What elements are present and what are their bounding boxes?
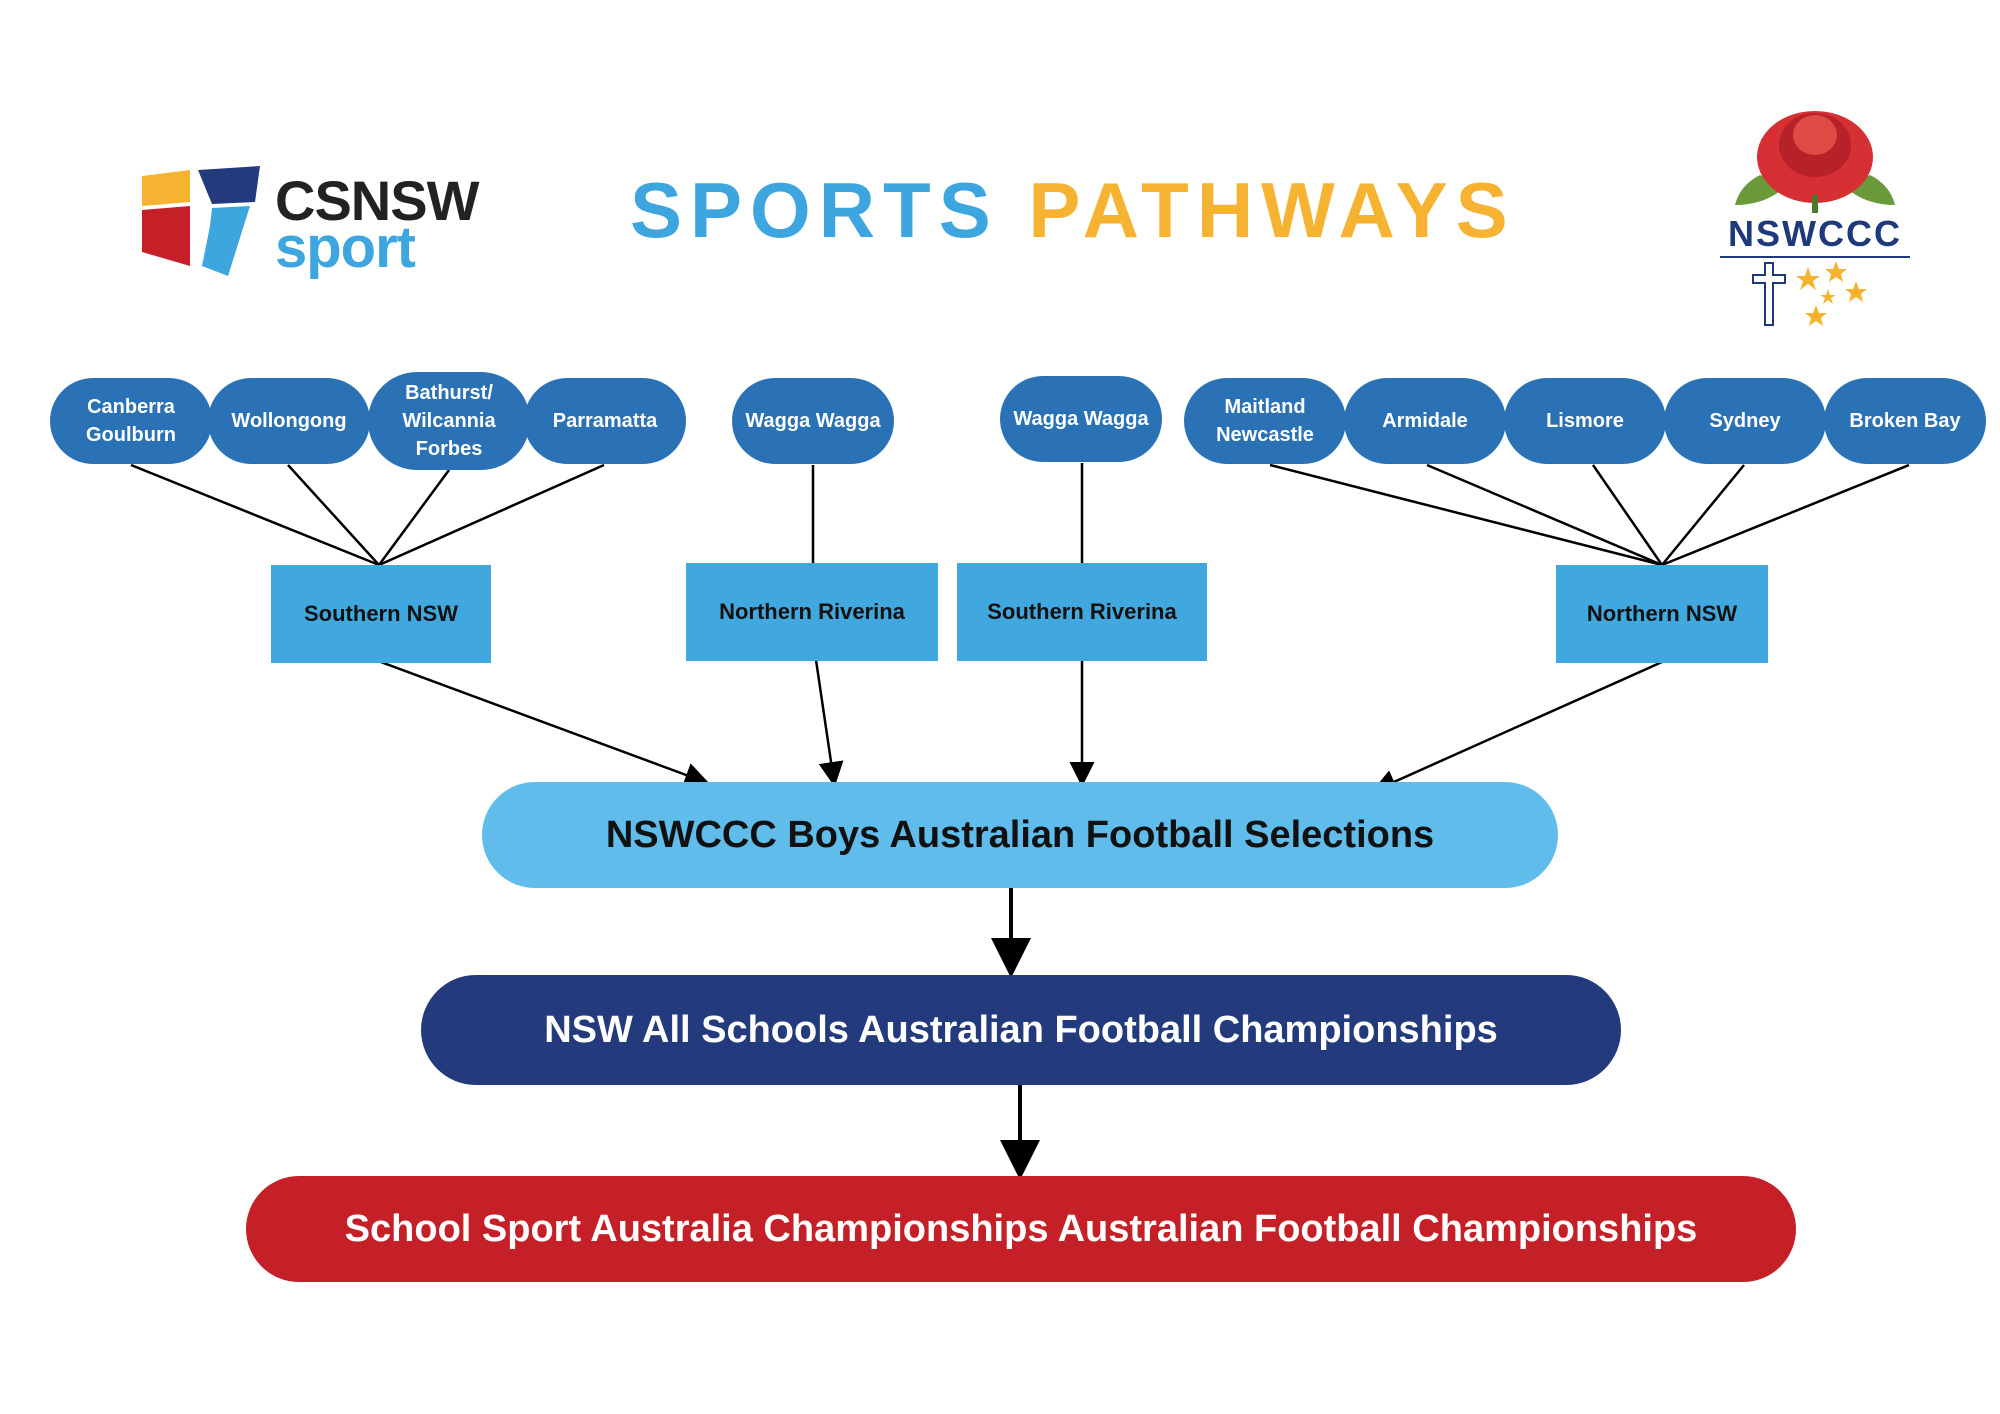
page-title: SPORTS PATHWAYS: [630, 165, 1508, 255]
connector-parramatta-southern-nsw: [378, 463, 605, 567]
stage-nsw-all-schools-championships: NSW All Schools Australian Football Cham…: [421, 975, 1621, 1085]
association-canberra-goulburn: Canberra Goulburn: [50, 378, 212, 464]
connector-armidale-northern-nsw: [1426, 463, 1663, 567]
association-wagga-wagga-north: Wagga Wagga: [732, 378, 894, 464]
csnsw-sport-logo: CSNSW sport: [140, 160, 480, 280]
association-armidale: Armidale: [1344, 378, 1506, 464]
csnsw-flag-icon: [142, 166, 260, 276]
region-southern-riverina: Southern Riverina: [957, 563, 1207, 661]
association-wollongong: Wollongong: [208, 378, 370, 464]
sport-logo-text: sport: [275, 215, 416, 280]
cross-and-stars-icon: [1720, 256, 1910, 326]
connector-wollongong-southern-nsw: [287, 464, 380, 566]
title-pathways: PATHWAYS: [1028, 166, 1516, 254]
connector-maitland-northern-nsw: [1269, 463, 1663, 567]
association-bathurst-wilcannia-forbes: Bathurst/ Wilcannia Forbes: [368, 372, 530, 470]
stage-school-sport-australia-championships: School Sport Australia Championships Aus…: [246, 1176, 1796, 1282]
arrow-northern-nsw-selections: [1371, 660, 1663, 794]
association-maitland-newcastle: Maitland Newcastle: [1184, 378, 1346, 464]
arrow-northern-riverina-selections: [814, 659, 844, 787]
nswccc-logo-text: NSWCCC: [1728, 213, 1902, 254]
connector-canberra-southern-nsw: [130, 463, 380, 567]
connector-sydney-northern-nsw: [1661, 464, 1745, 566]
waratah-flower-icon: [1735, 111, 1895, 213]
connector-lismore-northern-nsw: [1591, 464, 1664, 566]
nswccc-logo: NSWCCC: [1720, 95, 1910, 330]
region-northern-nsw: Northern NSW: [1556, 565, 1768, 663]
arrow-southern-nsw-selections: [380, 660, 710, 787]
association-parramatta: Parramatta: [524, 378, 686, 464]
connector-bathurst-southern-nsw: [377, 469, 451, 566]
association-sydney: Sydney: [1664, 378, 1826, 464]
region-northern-riverina: Northern Riverina: [686, 563, 938, 661]
connector-brokenbay-northern-nsw: [1661, 463, 1910, 567]
association-lismore: Lismore: [1504, 378, 1666, 464]
region-southern-nsw: Southern NSW: [271, 565, 491, 663]
title-sports: SPORTS: [630, 166, 999, 254]
csnsw-logo-text: CSNSW: [275, 169, 479, 232]
stage-nswccc-selections: NSWCCC Boys Australian Football Selectio…: [482, 782, 1558, 888]
association-broken-bay: Broken Bay: [1824, 378, 1986, 464]
association-wagga-wagga-south: Wagga Wagga: [1000, 376, 1162, 462]
